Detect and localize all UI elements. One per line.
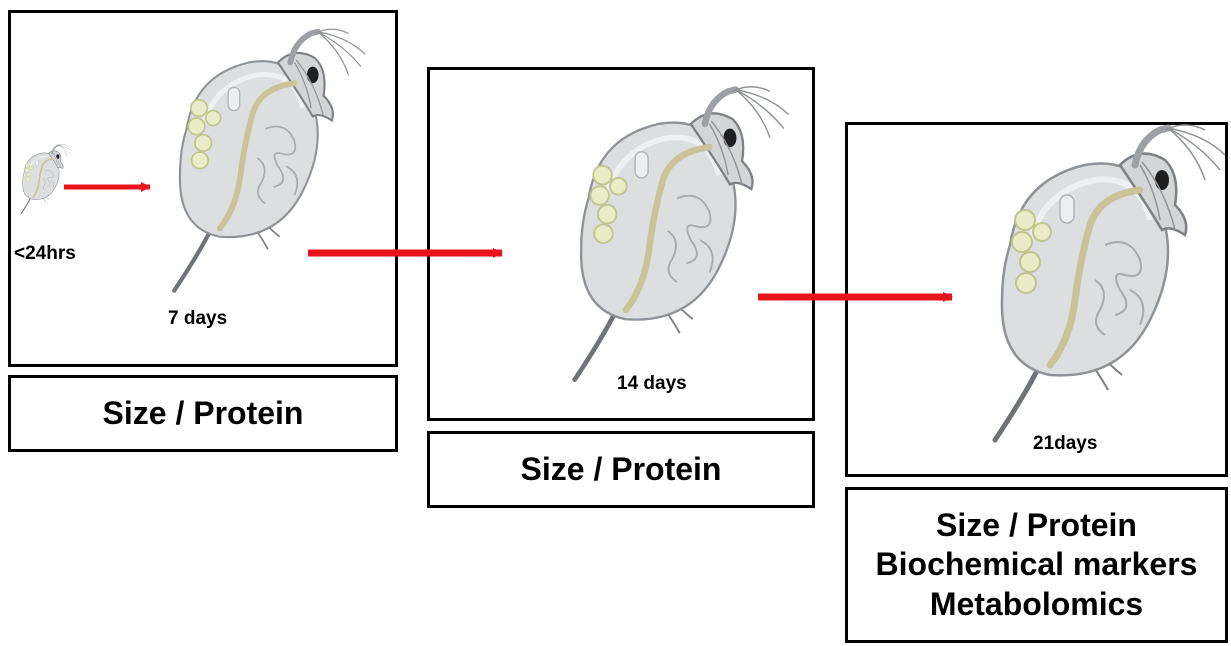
arrows-layer [0,0,1231,646]
